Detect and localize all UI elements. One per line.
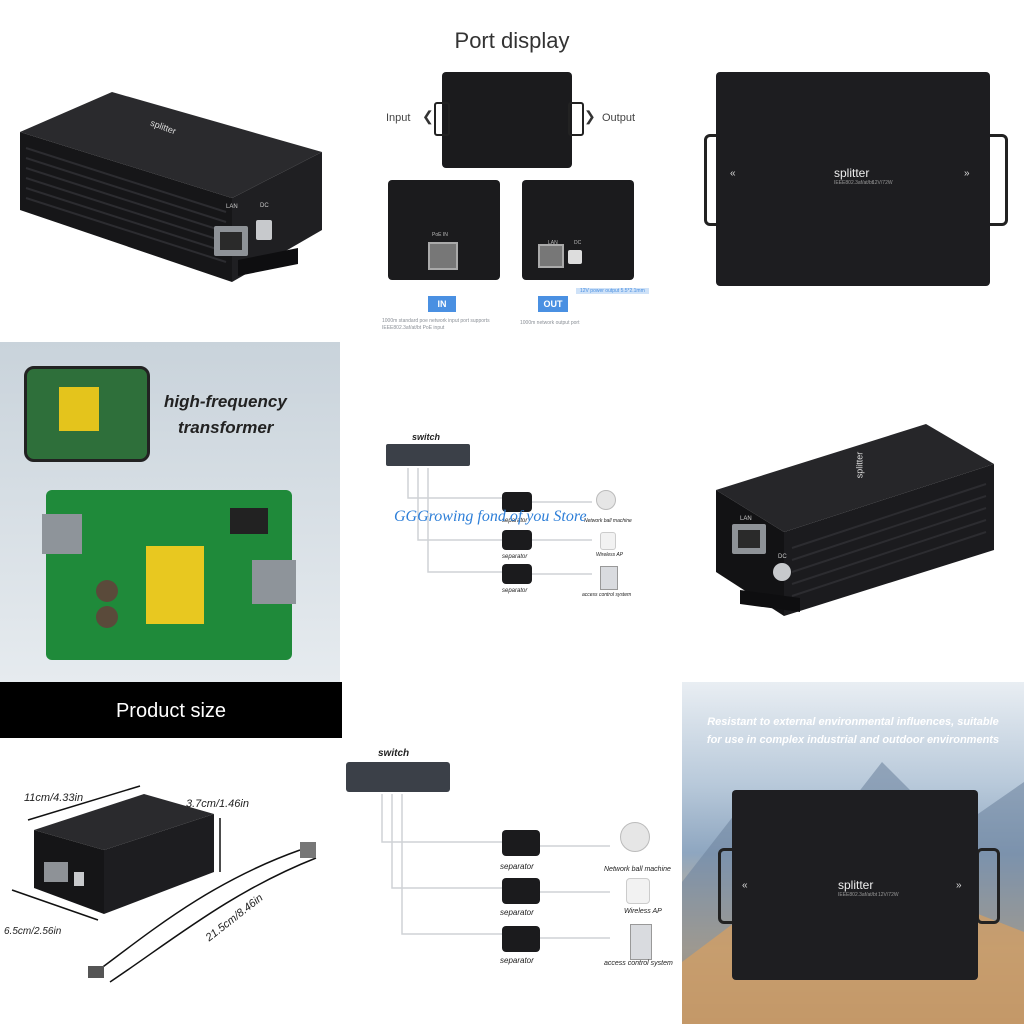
out-badge: OUT xyxy=(538,296,568,312)
poe-in-label: PoE IN xyxy=(432,232,448,238)
ear-left xyxy=(434,102,450,136)
size-width-label: 6.5cm/2.56in xyxy=(4,926,62,937)
dc-port-label-2: DC xyxy=(778,554,787,560)
product-size-title: Product size xyxy=(115,700,227,722)
pcb-panel: high-frequency transformer xyxy=(0,342,340,682)
device-label-small-2: Wireless AP xyxy=(596,552,623,558)
environment-text-2: for use in complex industrial and outdoo… xyxy=(706,734,1000,746)
out-lan-label: LAN xyxy=(548,240,558,246)
size-length-label: 11cm/4.33in xyxy=(24,792,84,804)
env-device-power: 12V/72W xyxy=(878,892,899,898)
device-label-small-1: Network ball machine xyxy=(584,518,632,524)
pcb-capacitor-1 xyxy=(96,580,118,602)
top-view-body xyxy=(716,72,990,286)
double-chevron-right-icon: » xyxy=(964,168,970,179)
access-panel-icon xyxy=(600,566,618,590)
in-caption: 1000m standard poe network input port su… xyxy=(382,318,490,331)
separator-label-large-3: separator xyxy=(500,956,534,965)
top-view-brand: splitter xyxy=(834,166,870,180)
port-display-title: Port display xyxy=(454,28,570,53)
top-view-standard: IEEE802.3af/at/bt xyxy=(834,180,874,186)
chevron-right-icon: ❯ xyxy=(584,108,596,124)
switch-large xyxy=(346,762,450,792)
input-label: Input xyxy=(386,112,411,124)
pcb-transformer xyxy=(146,546,204,624)
env-device-brand: splitter xyxy=(838,878,874,892)
diagram-large: switch separator separator separator Net… xyxy=(342,682,682,1024)
lan-port-label: LAN xyxy=(226,204,238,210)
camera-icon xyxy=(596,490,616,510)
device-label-large-2: Wireless AP xyxy=(624,908,662,915)
separator-large-1 xyxy=(502,830,540,856)
out-caption: 1000m network output port xyxy=(520,320,580,326)
ap-icon xyxy=(600,532,616,550)
product-photo-angled: splitter LAN DC xyxy=(0,60,340,300)
separator-large-2 xyxy=(502,878,540,904)
separator-label-large-2: separator xyxy=(500,908,534,917)
top-device xyxy=(442,72,572,168)
product-size-panel: Product size 11cm/4.33in 3.7cm/1.46in 6.… xyxy=(0,682,342,1024)
chevron-left-icon: ❮ xyxy=(422,108,434,124)
pcb-label-line1: high-frequency xyxy=(164,392,287,411)
splitter-device-drawing xyxy=(20,92,322,282)
device-brand-label-2: splitter xyxy=(854,451,865,479)
input-rj45-port xyxy=(428,242,458,270)
device-label-large-3: access control system xyxy=(604,960,673,967)
top-view-power: 12V/72W xyxy=(872,180,893,186)
store-watermark: GGGrowing fond of you Store xyxy=(394,508,587,525)
cabling-small xyxy=(407,468,592,575)
env-double-chevron-right-icon: » xyxy=(956,880,962,891)
switch-label-large: switch xyxy=(378,748,410,759)
device-label-large-1: Network ball machine xyxy=(604,866,671,873)
output-rj45-port xyxy=(538,244,564,268)
env-device-body xyxy=(732,790,978,980)
product-size-header: Product size xyxy=(0,682,342,738)
out-dc-label: DC xyxy=(574,240,582,246)
separator-label-small-1: separator xyxy=(502,518,528,524)
pcb-inset-photo xyxy=(24,366,150,462)
pcb-label-line2: transformer xyxy=(178,418,274,437)
separator-label-large-1: separator xyxy=(500,862,534,871)
pcb-rj45-right xyxy=(252,560,296,604)
dc-port-label: DC xyxy=(260,203,269,209)
env-device-standard: IEEE802.3af/at/bt xyxy=(838,892,878,898)
product-top-view: splitter IEEE802.3af/at/bt 12V/72W « » xyxy=(700,60,1020,300)
lan-port-label-2: LAN xyxy=(740,516,752,522)
environment-panel: Resistant to external environmental infl… xyxy=(682,682,1024,1024)
camera-large-icon xyxy=(620,822,650,852)
env-double-chevron-left-icon: « xyxy=(742,880,748,891)
pcb-rj45-left xyxy=(42,514,82,554)
environment-text-1: Resistant to external environmental infl… xyxy=(707,716,999,728)
output-label: Output xyxy=(602,112,636,124)
separator-label-small-2: separator xyxy=(502,554,528,560)
in-badge: IN xyxy=(428,296,456,312)
switch-small xyxy=(386,444,470,466)
separator-small-2 xyxy=(502,530,532,550)
splitter-device-drawing-2 xyxy=(716,424,994,616)
separator-large-3 xyxy=(502,926,540,952)
env-ear-right xyxy=(976,848,1000,924)
separator-small-1 xyxy=(502,492,532,512)
port-display-panel: Port display Input ❮ ❯ Output PoE IN IN … xyxy=(342,0,682,340)
ear-right xyxy=(568,102,584,136)
pcb-board xyxy=(42,490,296,660)
size-drawing xyxy=(11,785,317,983)
device-label-small-3: access control system xyxy=(582,592,632,598)
pcb-capacitor-2 xyxy=(96,606,118,628)
diagram-small: switch separator separator separator Net… xyxy=(342,342,682,682)
ap-large-icon xyxy=(626,878,650,904)
switch-label-small: switch xyxy=(412,432,441,442)
out-note: 12V power output 5.5*2.1mm xyxy=(576,288,649,294)
pcb-chip xyxy=(230,508,268,534)
product-photo-angled-2: splitter LAN DC xyxy=(700,420,1020,620)
cabling-large xyxy=(381,794,610,939)
dc-jack xyxy=(568,250,582,264)
access-panel-large-icon xyxy=(630,924,652,960)
separator-label-small-3: separator xyxy=(502,588,528,594)
inset-transformer xyxy=(59,387,99,431)
separator-small-3 xyxy=(502,564,532,584)
double-chevron-left-icon: « xyxy=(730,168,736,179)
size-height-label: 3.7cm/1.46in xyxy=(186,798,249,810)
